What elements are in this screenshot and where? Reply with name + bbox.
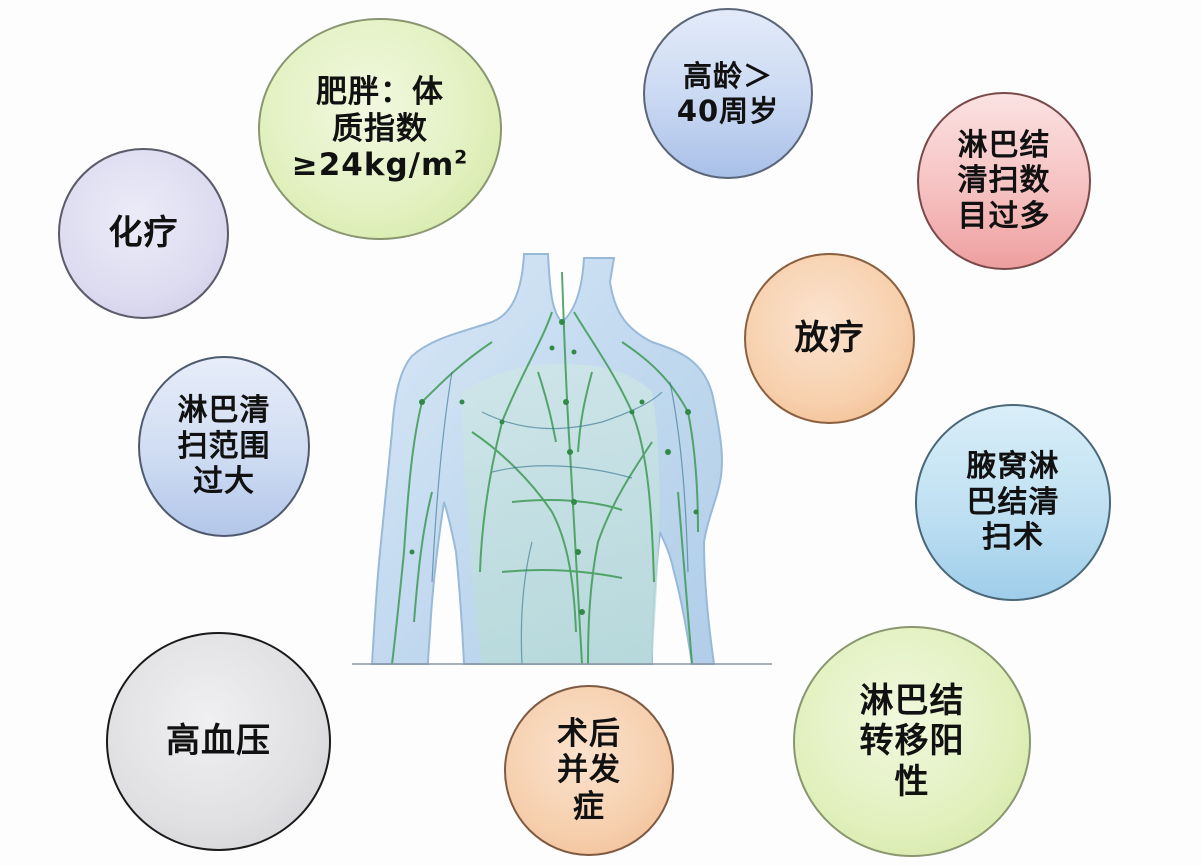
risk-factor-label: 淋巴结 清扫数 目过多	[958, 128, 1051, 234]
label-line: 放疗	[794, 318, 865, 359]
risk-factor-hypertension: 高血压	[106, 632, 331, 851]
risk-factor-label: 淋巴结 转移阳 性	[860, 681, 965, 801]
risk-factor-axillary-dissection: 腋窝淋 巴结清 扫术	[915, 404, 1111, 601]
label-line: 高血压	[166, 721, 271, 762]
label-line: 化疗	[108, 213, 179, 254]
risk-factor-age: 高龄＞ 40周岁	[643, 8, 813, 179]
risk-factor-radiotherapy: 放疗	[744, 253, 915, 424]
label-line: 腋窝淋	[966, 449, 1060, 485]
risk-factor-label: 肥胖：体 质指数 ≥24kg/m2	[292, 74, 469, 184]
label-line: 清扫数	[957, 163, 1051, 199]
label-line: 巴结清	[966, 484, 1060, 520]
risk-factor-label: 术后 并发 症	[557, 716, 621, 826]
label-line: 淋巴清	[177, 393, 271, 429]
lymphatic-body-figure	[352, 252, 772, 666]
risk-factor-chemotherapy: 化疗	[58, 148, 229, 319]
human-torso-lymph-illustration	[352, 253, 772, 665]
risk-factor-label: 高血压	[166, 721, 271, 761]
label-line: ≥24kg/m2	[292, 147, 469, 184]
label-line: 扫术	[982, 520, 1044, 556]
label-line: 高龄＞	[682, 59, 773, 94]
label-line: 目过多	[957, 198, 1051, 234]
label-line: 淋巴结	[957, 127, 1051, 163]
label-line: 术后	[557, 715, 621, 752]
label-line: 肥胖：体	[316, 74, 444, 111]
label-line: 40周岁	[676, 93, 780, 128]
risk-factor-node-count: 淋巴结 清扫数 目过多	[917, 92, 1091, 270]
risk-factor-label: 高龄＞ 40周岁	[677, 59, 779, 127]
label-line: 淋巴结	[859, 681, 965, 722]
label-line: 质指数	[332, 110, 428, 147]
risk-factor-node-metastasis: 淋巴结 转移阳 性	[793, 626, 1031, 857]
label-line: 症	[573, 788, 605, 825]
label-line: 过大	[193, 464, 255, 500]
risk-factor-obesity: 肥胖：体 质指数 ≥24kg/m2	[258, 18, 502, 240]
risk-factor-label: 淋巴清 扫范围 过大	[178, 393, 271, 499]
risk-factor-dissection-range: 淋巴清 扫范围 过大	[138, 356, 310, 537]
label-line: 性	[894, 761, 930, 802]
risk-factor-label: 化疗	[109, 213, 179, 253]
risk-factor-label: 放疗	[795, 318, 865, 358]
label-line: 转移阳	[859, 721, 965, 762]
risk-factor-postop-complications: 术后 并发 症	[504, 685, 674, 856]
label-line: 扫范围	[177, 428, 271, 464]
label-line: 并发	[557, 752, 621, 789]
superscript: 2	[454, 147, 469, 169]
risk-factor-label: 腋窝淋 巴结清 扫术	[967, 449, 1060, 555]
bmi-value: ≥24kg/m	[291, 147, 455, 184]
